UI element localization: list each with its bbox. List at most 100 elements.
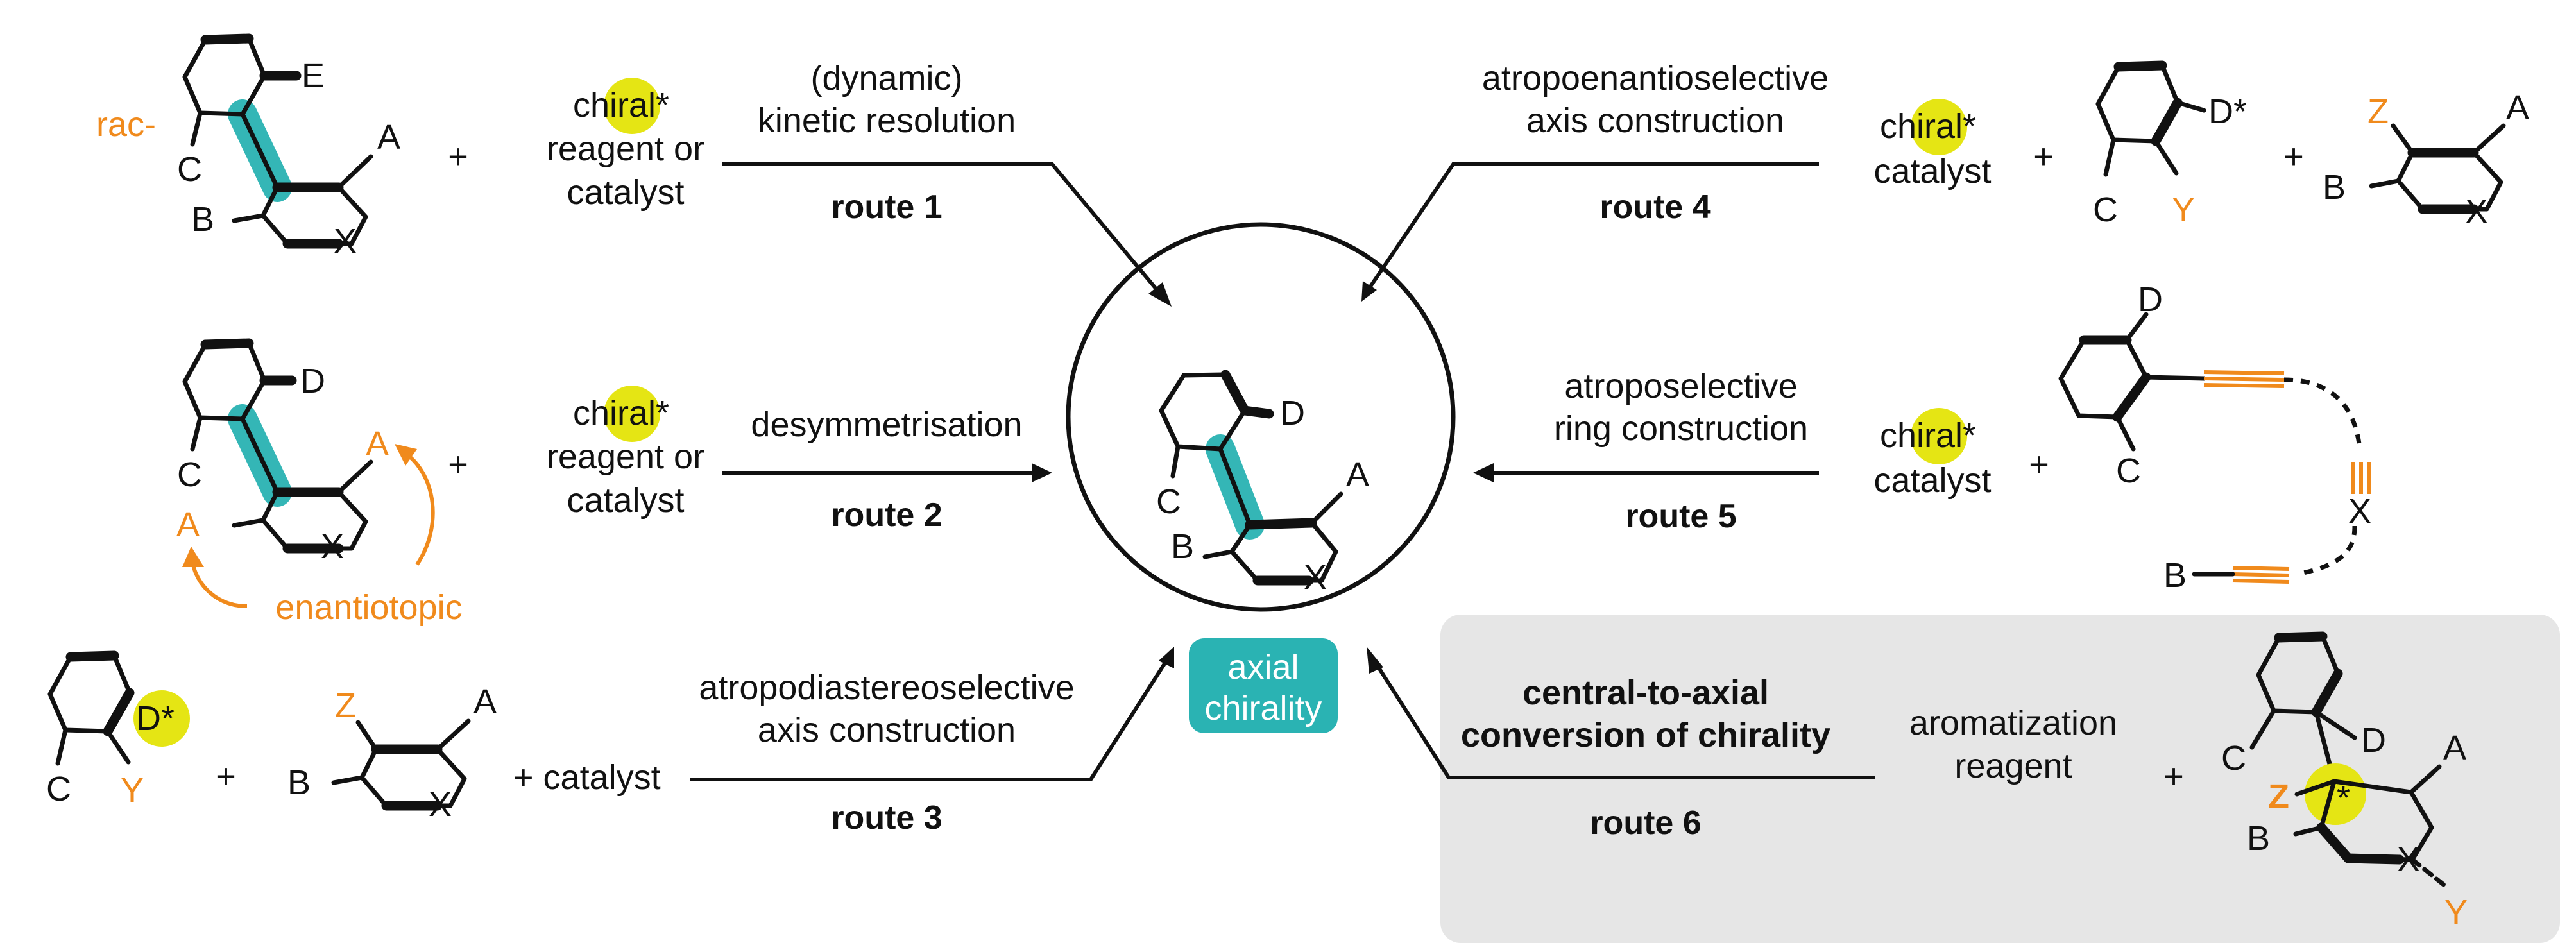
axial-chirality-badge: axial chirality [1189,638,1338,733]
route3-arrow [690,659,1168,781]
route5-substrate: D C X B [2058,280,2371,595]
route4-reagent-pre: chir [1880,107,1936,146]
route1-reagent-pre: chir [573,86,629,124]
route6-caption-l2: conversion of chirality [1461,716,1830,754]
route2-reagent-hi: al* [629,394,669,432]
route2-label-x: X [321,527,344,566]
route4-plus1: + [2033,137,2054,176]
route5-substrate-x: X [2348,492,2371,531]
route4-label: route 4 [1599,189,1710,226]
route4-partner-b: B [2323,168,2346,207]
center-product: D A C B X [1066,222,1456,612]
badge-line2: chirality [1204,689,1322,727]
route2-enantiotopic: enantiotopic [275,588,462,627]
route2-substrate: D A C A X enantiotopic [176,338,463,627]
route1-label-b: B [191,200,214,239]
route4-arrow [1368,162,1819,289]
route1-substrate: rac- E A C B X [96,33,400,260]
route6-reagent: aromatization reagent [1909,704,2117,785]
center-circle [1066,222,1456,612]
route5-caption-l2: ring construction [1554,409,1808,448]
route6-label: route 6 [1590,804,1701,842]
route5-substrate-b: B [2163,556,2187,595]
route4-plus2: + [2283,137,2304,176]
center-label-a: A [1346,455,1369,494]
route1-label-a: A [377,118,400,157]
route3-aryl-d: D* [136,699,175,738]
route5-substrate-d: D [2138,280,2163,319]
route5-reagent-hi: al* [1936,416,1976,455]
route4-reagent-l2: catalyst [1873,152,1991,191]
route1-reagent: chir al* reagent or catalyst [547,78,704,212]
route6-plus: + [2163,757,2184,795]
route2-caption: desymmetrisation [751,405,1022,444]
route4-aryl-d: D* [2208,92,2247,131]
route3-plus: + [216,757,236,795]
route2-reagent: chir al* reagent or catalyst [547,386,704,520]
route3-partner: Z A B X [287,683,497,824]
route5-label: route 5 [1625,498,1736,535]
center-label-c: C [1156,482,1181,521]
route5-plus: + [2029,445,2049,484]
route6-substrate: C D A Z * B X Y [2221,631,2468,931]
route2-reagent-pre: chir [573,394,629,432]
route3-partner-a: A [473,683,497,721]
route2-label-d: D [300,362,325,400]
route1-reagent-l3: catalyst [567,173,684,212]
route5-reagent-pre: chir [1880,416,1936,455]
route4-partner-a: A [2506,89,2529,127]
route4-reagent-hi: al* [1936,107,1976,146]
route3-caption-l2: axis construction [758,711,1016,749]
route3-partner-z: Z [335,686,356,725]
route1-label-x: X [334,222,357,260]
route3-partner-x: X [429,785,452,824]
route2-label-c: C [177,455,202,494]
route3-label: route 3 [831,799,942,837]
route1-arrow [722,162,1163,296]
route2-reagent-l3: catalyst [567,481,684,520]
route6-substrate-d: D [2361,721,2386,760]
route1-reagent-hi: al* [629,86,669,124]
route3-aryl-y: Y [121,771,144,810]
route1-label: route 1 [831,189,942,226]
route4-caption-l1: atropoenantioselective [1482,59,1829,98]
route1-caption-l2: kinetic resolution [758,101,1016,140]
route6-substrate-b: B [2247,819,2270,858]
route3-partner-b: B [287,763,311,802]
badge-line1: axial [1227,648,1299,686]
route6-substrate-star: * [2337,779,2350,817]
route3-aryl-c: C [46,770,71,808]
route6-arrow [1372,659,1875,779]
center-label-b: B [1171,527,1194,566]
route6-substrate-z: Z [2268,778,2289,816]
route5-caption-l1: atroposelective [1564,367,1797,405]
center-label-d: D [1280,394,1305,432]
route1-plus: + [448,137,468,176]
route1-label-e: E [302,56,325,95]
route6-substrate-x: X [2397,840,2420,879]
route4-aryl-y: Y [2172,191,2195,229]
route6-panel [1440,615,2560,943]
route3-aryl: D* C Y [46,650,190,810]
route3-catalyst: + catalyst [513,758,661,797]
route4-partner-z: Z [2367,92,2389,131]
route2-plus: + [448,445,468,484]
route1-caption-l1: (dynamic) [810,59,962,98]
center-label-x: X [1304,558,1327,597]
route2-label-a1: A [366,425,389,463]
route2-label: route 2 [831,497,942,534]
route5-reagent: chir al* catalyst [1873,408,1992,500]
route4-reagent: chir al* catalyst [1873,99,1992,191]
route4-partner-x: X [2465,192,2488,231]
route4-aryl: D* C Y [2093,60,2247,229]
route5-substrate-c: C [2116,452,2141,490]
route5-reagent-l2: catalyst [1873,461,1991,500]
route6-substrate-a: A [2443,729,2466,767]
route1-rac-prefix: rac- [96,105,156,144]
route1-label-c: C [177,150,202,189]
route6-substrate-c: C [2221,739,2246,778]
route6-caption-l1: central-to-axial [1523,674,1769,712]
route2-reagent-l2: reagent or [547,438,704,476]
route4-aryl-c: C [2093,191,2118,229]
